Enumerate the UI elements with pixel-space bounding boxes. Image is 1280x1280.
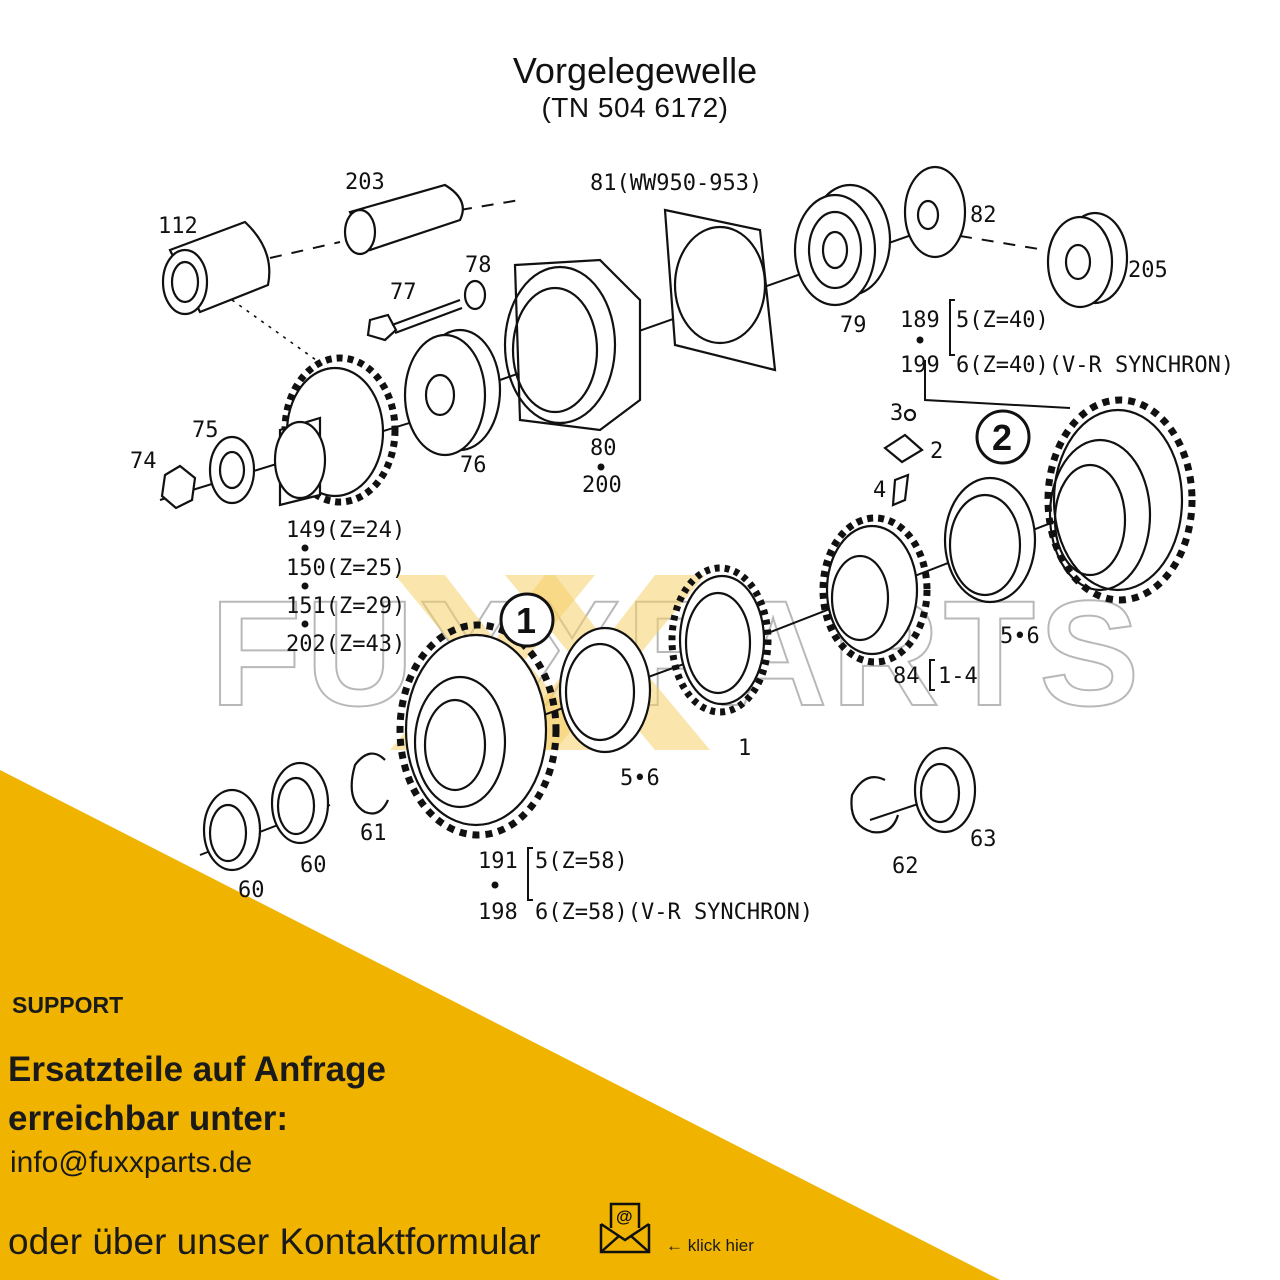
support-line-1: Ersatzteile auf Anfrage [8,1050,386,1089]
part-number-subtitle: (TN 504 6172) [541,92,729,123]
label-198-variant: 6(Z=58)(V-R SYNCHRON) [535,900,813,925]
synchro-ring-5-6-right [943,476,1037,604]
click-here-link[interactable]: ← klick hier [666,1236,754,1256]
circled-ref-1: 1 [499,592,555,648]
part-77-bolt [366,279,487,342]
label-189-variant: 5(Z=40) [956,308,1049,333]
label-63: 63 [970,827,997,852]
label-200: 200 [582,473,622,498]
label-81: 81(WW950-953) [590,171,762,196]
gear-189-199 [1044,396,1196,604]
label-76: 76 [460,453,487,478]
arrow-left-icon: ← [666,1236,683,1255]
label-82: 82 [970,203,997,228]
label-150: 150(Z=25) [286,556,405,581]
diagram-title: Vorgelegewelle [512,50,758,91]
svg-text:@: @ [616,1207,633,1226]
label-77: 77 [390,280,417,305]
click-here-label: klick hier [687,1236,754,1255]
part-112-sleeve [161,220,271,316]
part-74-nut [160,464,197,510]
snap-ring-62 [850,776,900,834]
label-62: 62 [892,854,919,879]
label-199: 199 [900,353,940,378]
label-189: 189 [900,308,940,333]
label-60-b: 60 [238,878,265,903]
svg-text:2: 2 [992,417,1012,458]
needle-bearing-63 [913,746,977,834]
svg-text:1: 1 [516,600,536,641]
needle-bearing-60a [270,761,330,845]
label-112: 112 [158,214,198,239]
support-email-link[interactable]: info@fuxxparts.de [10,1146,253,1179]
circled-ref-2: 2 [975,409,1031,465]
needle-bearing-60b [202,788,262,872]
label-3: 3 [890,401,903,426]
mail-at-icon[interactable]: @ [597,1200,653,1256]
label-151: 151(Z=29) [286,594,405,619]
label-80: 80 [590,436,617,461]
label-78: 78 [465,253,492,278]
label-199-variant: 6(Z=40)(V-R SYNCHRON) [956,353,1234,378]
label-2: 2 [930,439,943,464]
part-81-gasket [663,208,777,372]
part-80-housing [503,258,642,432]
part-79-bearing [793,183,892,307]
support-line-2: erreichbar unter: [8,1099,289,1138]
label-1: 1 [738,736,751,761]
part-82-washer [903,165,967,259]
support-heading: SUPPORT [12,992,124,1018]
label-84: 84 [893,664,920,689]
label-60-a: 60 [300,853,327,878]
synchro-ring-5-6-left [558,626,652,754]
label-75: 75 [192,418,219,443]
part-203-sleeve [343,183,464,256]
label-202: 202(Z=43) [286,632,405,657]
label-74: 74 [130,449,157,474]
gear-191-198 [396,621,560,839]
label-5-6-left: 5•6 [620,766,660,791]
label-61: 61 [360,821,387,846]
gear-149-202 [273,354,399,507]
synchro-hub-84 [819,514,931,666]
synchro-sleeve-1 [668,564,772,716]
label-203: 203 [345,170,385,195]
part-2-3-4-detent [883,408,924,507]
exploded-parts-diagram: FUXXPARTS [130,165,1234,925]
part-75-washer [208,435,256,505]
label-198: 198 [478,900,518,925]
label-4: 4 [873,478,886,503]
label-79: 79 [840,313,867,338]
label-84-variant: 1-4 [938,664,978,689]
label-5-6-right: 5•6 [1000,624,1040,649]
part-205-ring [1046,211,1129,309]
label-205: 205 [1128,258,1168,283]
label-191-variant: 5(Z=58) [535,849,628,874]
label-149: 149(Z=24) [286,518,405,543]
part-76-bearing [403,328,502,457]
snap-ring-61 [350,752,390,815]
label-191: 191 [478,849,518,874]
contact-form-text: oder über unser Kontaktformular [8,1221,541,1262]
